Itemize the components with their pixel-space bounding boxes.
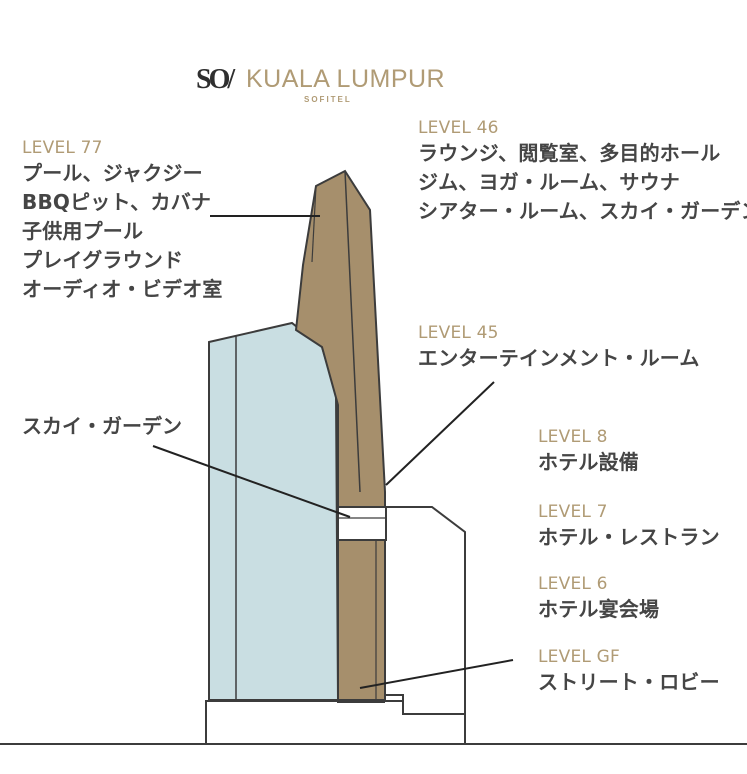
level8-heading: LEVEL 8 bbox=[538, 427, 608, 447]
levelgf-feature: ストリート・ロビー bbox=[538, 670, 720, 694]
level6-heading: LEVEL 6 bbox=[538, 574, 608, 594]
level77-feature: プレイグラウンド bbox=[22, 248, 184, 272]
level6-feature: ホテル宴会場 bbox=[538, 597, 660, 621]
level8-label: LEVEL 8 ホテル設備 bbox=[538, 427, 639, 477]
level45-label: LEVEL 45 エンターテインメント・ルーム bbox=[418, 323, 700, 373]
main-tower-brown bbox=[294, 169, 386, 701]
level77-feature: プール、ジャクジー bbox=[22, 161, 203, 185]
level7-feature: ホテル・レストラン bbox=[538, 525, 720, 549]
level46-feature: ラウンジ、閲覧室、多目的ホール bbox=[418, 141, 721, 165]
tower-edge-line bbox=[344, 170, 361, 493]
level77-feature: BBQピット、カバナ bbox=[22, 190, 212, 214]
level7-heading: LEVEL 7 bbox=[538, 502, 608, 522]
level6-label: LEVEL 6 ホテル宴会場 bbox=[538, 574, 659, 624]
leader-sky-garden bbox=[152, 445, 351, 518]
level77-feature: 子供用プール bbox=[22, 219, 144, 243]
so-kuala-lumpur-logo: SO/ KUALA LUMPUR SOFITEL bbox=[196, 66, 486, 110]
level46-label: LEVEL 46 ラウンジ、閲覧室、多目的ホール ジム、ヨガ・ルーム、サウナ シ… bbox=[418, 118, 747, 226]
logo-name: KUALA LUMPUR bbox=[246, 65, 446, 93]
levelgf-label: LEVEL GF ストリート・ロビー bbox=[538, 647, 720, 697]
level45-feature: エンターテインメント・ルーム bbox=[418, 346, 700, 370]
leader-level45 bbox=[385, 381, 495, 486]
level45-heading: LEVEL 45 bbox=[418, 323, 499, 343]
sky-garden-label: スカイ・ガーデン bbox=[22, 414, 182, 438]
level46-feature: シアター・ルーム、スカイ・ガーデン bbox=[418, 199, 747, 223]
level77-heading: LEVEL 77 bbox=[22, 138, 103, 158]
residential-tower-blue bbox=[208, 321, 340, 701]
logo-subtitle: SOFITEL bbox=[304, 95, 352, 104]
levelgf-heading: LEVEL GF bbox=[538, 647, 621, 667]
level77-feature: オーディオ・ビデオ室 bbox=[22, 277, 223, 301]
logo-mark: SO/ bbox=[196, 64, 235, 95]
hotel-block bbox=[383, 506, 466, 715]
level46-heading: LEVEL 46 bbox=[418, 118, 499, 138]
level77-label: LEVEL 77 プール、ジャクジー BBQピット、カバナ 子供用プール プレイ… bbox=[22, 138, 223, 304]
level7-label: LEVEL 7 ホテル・レストラン bbox=[538, 502, 720, 552]
tower-edge-line-2 bbox=[311, 185, 317, 263]
sky-garden-bridge bbox=[337, 506, 387, 541]
leader-levelgf bbox=[359, 659, 514, 689]
level46-feature: ジム、ヨガ・ルーム、サウナ bbox=[418, 170, 680, 194]
level8-feature: ホテル設備 bbox=[538, 450, 639, 474]
